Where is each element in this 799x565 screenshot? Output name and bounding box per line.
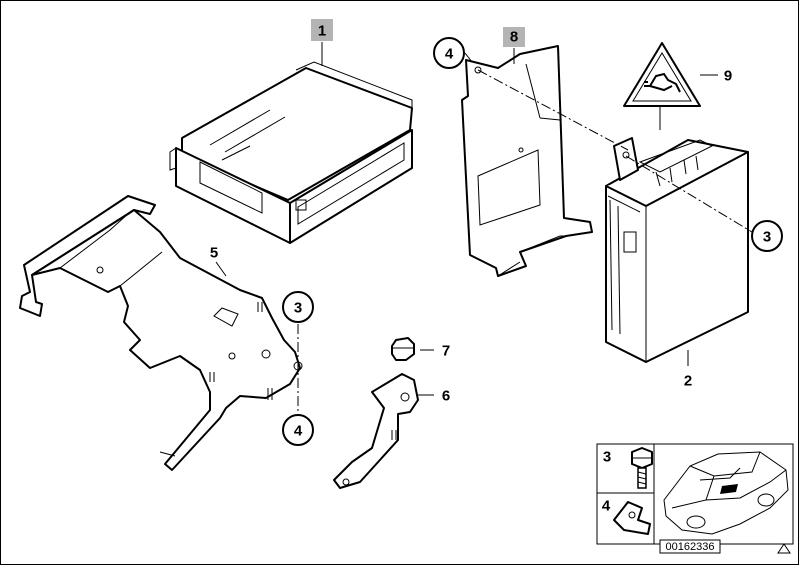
svg-text:4: 4 (445, 46, 454, 63)
svg-text:3: 3 (294, 300, 302, 317)
small-bracket-drawing (333, 373, 419, 489)
control-unit-drawing (605, 137, 749, 363)
document-number: 00162336 (659, 539, 721, 554)
callout-5: 5 (210, 245, 218, 262)
svg-text:00162336: 00162336 (666, 541, 715, 553)
callout-4-mid: 4 (282, 414, 314, 446)
callout-2: 2 (684, 373, 692, 390)
callout-7: 7 (442, 343, 450, 360)
nut-drawing (391, 337, 415, 361)
svg-text:9: 9 (724, 68, 732, 85)
callout-3-mid: 3 (282, 291, 314, 323)
inset-clip-nut: 4 (602, 498, 651, 535)
warning-label-drawing (623, 42, 701, 107)
holder-drawing (461, 45, 593, 277)
triangle-mark-icon (777, 543, 791, 554)
svg-text:4: 4 (602, 498, 611, 515)
inset-car-outline (663, 451, 789, 535)
svg-text:3: 3 (763, 229, 771, 246)
callout-3-top: 3 (751, 220, 783, 252)
reference-lines (297, 69, 753, 418)
mounting-bracket-drawing (19, 195, 303, 471)
svg-text:7: 7 (442, 343, 450, 360)
callout-9: 9 (724, 68, 732, 85)
callout-4-top: 4 (433, 37, 465, 69)
svg-text:6: 6 (442, 388, 450, 405)
svg-text:2: 2 (684, 373, 692, 390)
svg-text:4: 4 (294, 423, 303, 440)
svg-text:8: 8 (510, 29, 518, 46)
callout-6: 6 (442, 388, 450, 405)
cd-changer-drawing (169, 61, 413, 244)
svg-text:3: 3 (603, 449, 611, 466)
inset-screw: 3 (603, 447, 653, 489)
callout-1: 1 (311, 19, 333, 41)
leader-lines (215, 42, 718, 396)
svg-text:5: 5 (210, 245, 218, 262)
callout-8: 8 (503, 27, 525, 47)
svg-text:1: 1 (318, 23, 326, 40)
